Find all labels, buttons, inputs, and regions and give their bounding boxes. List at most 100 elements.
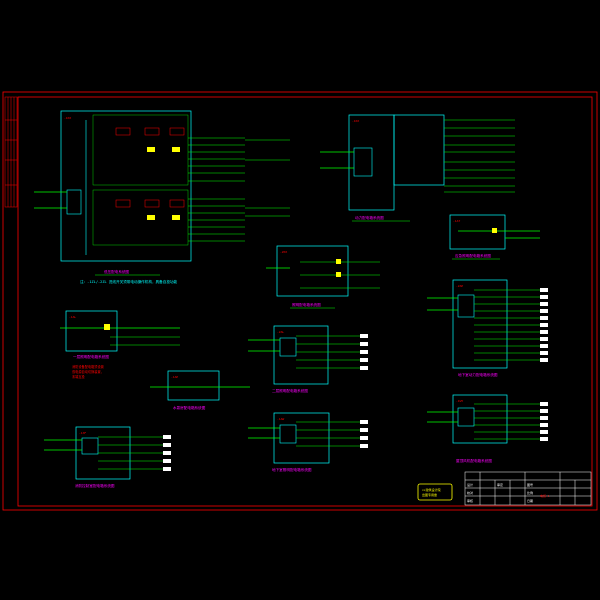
left-binding-strip (4, 96, 18, 208)
panel-p7: -1XF 消防控制室配电箱系统图 (44, 426, 171, 488)
terminal-block (540, 423, 548, 427)
terminal-block (540, 309, 548, 313)
title-block-field: 图号 (527, 482, 533, 487)
terminal-block (540, 351, 548, 355)
panel-p5: -2AL 二层照明配电箱系统图 (248, 325, 368, 393)
panel-tr-title: -1KX (352, 119, 359, 123)
panel-tr-meter-box (353, 147, 373, 177)
title-block-field: 审定 (497, 482, 503, 487)
outer-frame (2, 91, 598, 511)
panel-p6-outgoing-feeders (296, 420, 368, 448)
panel-tr: -1KX 动力配电箱系统图 (320, 114, 515, 222)
terminal-block (540, 402, 548, 406)
panel-main: -1KX 低压配电系统图 注：-1ZL/-2ZL 进线开关须带电动操作机构，具备… (34, 110, 290, 284)
panel-p7-outgoing-feeders (98, 435, 171, 471)
lower-feeder-box (92, 189, 189, 246)
panel-main-title: -1KX (64, 116, 71, 120)
terminal-block (540, 358, 548, 362)
panel-p7-caption: 消防控制室配电箱系统图 (75, 483, 115, 488)
title-block-labels: 设计校对审核审定图号比例日期 (467, 482, 533, 503)
drawing-number: 电施-1 (540, 493, 550, 498)
panel-p2-caption: 应急照明配电箱系统图 (455, 253, 491, 258)
terminal-block (540, 323, 548, 327)
panel-p4-caption: 水泵房配电箱系统图 (173, 405, 206, 410)
panel-p8-outgoing-feeders (474, 288, 548, 362)
title-block-field: 校对 (467, 490, 473, 495)
breaker-1 (115, 127, 131, 136)
panel-p3-caption: 一层照明配电箱系统图 (73, 354, 109, 359)
panel-p8-meter-box (457, 294, 475, 318)
main-note: 注：-1ZL/-2ZL 进线开关须带电动操作机构，具备自投功能 (80, 279, 178, 284)
terminal-block (360, 444, 368, 448)
terminal-block (540, 316, 548, 320)
terminal-block (540, 416, 548, 420)
title-block-field: 设计 (467, 482, 473, 487)
terminal-block (540, 437, 548, 441)
panel-p8-title: -2AP (456, 284, 463, 288)
panel-p5-caption: 二层照明配电箱系统图 (272, 388, 308, 393)
title-block-field: 审核 (467, 498, 473, 503)
title-block (464, 471, 592, 506)
panel-p7-title: -1XF (79, 431, 86, 435)
red-note-line-1: 消防设备配电箱须设置 (72, 364, 104, 369)
terminal-block (540, 344, 548, 348)
red-note-line-3: 末端互投 (72, 374, 86, 379)
panel-p9-title: -1WY (456, 399, 463, 403)
panel-p2-indicator (492, 228, 497, 233)
panel-p6: -1AW 地下室照明配电箱系统图 (248, 412, 368, 472)
panel-p4-box (167, 370, 220, 401)
indicator-1 (147, 147, 155, 152)
panel-p1-indicator-2 (336, 272, 341, 277)
panel-p9-meter-box (457, 407, 475, 427)
terminal-block (163, 467, 171, 471)
terminal-block (163, 459, 171, 463)
terminal-block (540, 330, 548, 334)
panel-p3-indicator (104, 324, 110, 330)
terminal-block (540, 295, 548, 299)
panel-p3-title: -1AL (69, 315, 76, 319)
terminal-block (360, 436, 368, 440)
panel-p6-caption: 地下室照明配电箱系统图 (272, 467, 312, 472)
panel-main-meter-box (66, 189, 82, 215)
panel-p2-title: -1AT (453, 219, 460, 223)
panel-p1-box (276, 245, 349, 297)
panel-tr-caption: 动力配电箱系统图 (355, 215, 384, 220)
inner-frame (17, 96, 593, 507)
panel-p5-outgoing-feeders (296, 334, 368, 370)
breaker-6 (169, 199, 185, 208)
terminal-block (360, 358, 368, 362)
seal-line-2: 出图专用章 (422, 492, 437, 497)
panel-p5-box (273, 325, 329, 385)
panel-p5-meter-box (279, 337, 297, 357)
panel-p9-outgoing-feeders (474, 402, 548, 441)
terminal-block (360, 428, 368, 432)
panel-p2-box (449, 214, 506, 250)
panel-p7-meter-box (81, 437, 99, 455)
panel-p3: -1AL 一层照明配电箱系统图 消防设备配电箱须设置 双电源自动切换装置， 末端… (60, 310, 180, 379)
panel-p9-caption: 屋顶风机配电箱系统图 (456, 458, 492, 463)
panel-p6-title: -1AW (277, 417, 284, 421)
indicator-3 (147, 215, 155, 220)
indicator-4 (172, 215, 180, 220)
seal-line-1: ××建筑设计院 (422, 487, 441, 492)
breaker-3 (169, 127, 185, 136)
terminal-block (540, 430, 548, 434)
panel-p6-meter-box (279, 424, 297, 444)
terminal-block (360, 342, 368, 346)
terminal-block (360, 366, 368, 370)
terminal-block (360, 334, 368, 338)
panel-tr-outgoing-feeders (444, 119, 515, 193)
indicator-2 (172, 147, 180, 152)
breaker-2 (144, 127, 160, 136)
panel-p9-box (452, 394, 508, 444)
panel-main-box (60, 110, 192, 262)
approval-seal: ××建筑设计院 出图专用章 (417, 483, 453, 501)
red-note-line-2: 双电源自动切换装置， (72, 369, 104, 374)
panel-p1-title: -2KX (280, 250, 287, 254)
upper-feeder-box (92, 114, 189, 186)
panel-p5-title: -2AL (277, 330, 284, 334)
panel-main-caption: 低压配电系统图 (104, 269, 130, 274)
breaker-4 (115, 199, 131, 208)
panel-p4-title: -1AP (171, 375, 178, 379)
